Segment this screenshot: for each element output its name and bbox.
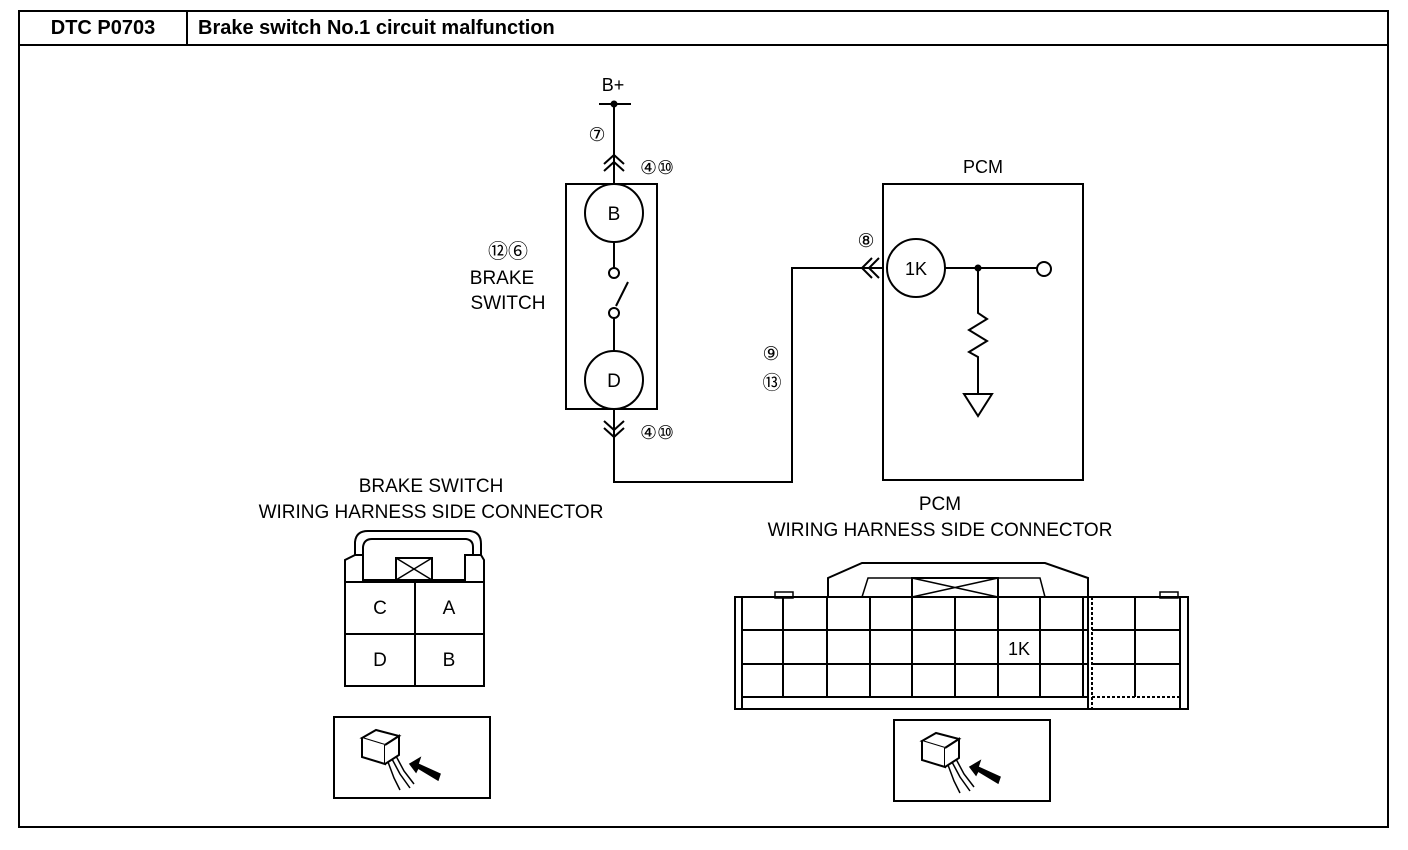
brake-connector-latch-inner: [362, 538, 474, 555]
pcm: PCM 1K: [882, 157, 1084, 481]
pcm-pin-1k: 1K: [1008, 639, 1030, 659]
signal-wire-line: [613, 267, 883, 483]
brake-connector-title-2: WIRING HARNESS SIDE CONNECTOR: [259, 502, 604, 523]
connector-ref-top: ④⑩: [640, 158, 674, 179]
pcm-connector-grid: [741, 597, 1181, 709]
brake-connector-lock-cross: [395, 557, 433, 581]
brake-pin-a: A: [443, 598, 456, 619]
connector-chevron-pcm-icon: [860, 257, 880, 279]
terminal-b-label: B: [608, 204, 621, 225]
brake-switch-ref: ⑫⑥: [488, 240, 528, 263]
brake-pin-b: B: [443, 650, 456, 671]
pcm-box: [882, 183, 1084, 481]
brake-switch: B D ⑫⑥ BRAKE SWITCH: [470, 183, 658, 410]
pcm-connector-hood: [827, 562, 1089, 597]
brake-switch-label-2: SWITCH: [471, 293, 546, 314]
brake-connector-latch: [354, 530, 482, 555]
wire-ref-top: ⑦: [588, 125, 605, 146]
switch-blade: [615, 281, 629, 307]
pcm-terminal-label: 1K: [905, 259, 927, 279]
ground-icon: [962, 393, 994, 418]
power-supply: B+ ⑦ ④⑩: [588, 75, 674, 184]
pcm-connector-title-2: WIRING HARNESS SIDE CONNECTOR: [768, 520, 1113, 541]
brake-switch-connector: BRAKE SWITCH WIRING HARNESS SIDE CONNECT…: [259, 476, 604, 687]
power-label: B+: [602, 75, 625, 95]
diagram-frame: DTC P0703 Brake switch No.1 circuit malf…: [18, 10, 1389, 828]
pcm-connector: PCM WIRING HARNESS SIDE CONNECTOR: [734, 494, 1189, 710]
dtc-title: Brake switch No.1 circuit malfunction: [198, 17, 555, 39]
pcm-connector-tab-right: [1159, 591, 1179, 599]
terminal-d-label: D: [607, 371, 621, 392]
pcm-connector-body: [734, 596, 1189, 710]
signal-wire-ref-2: ⑬: [762, 372, 781, 394]
brake-pin-c: C: [373, 598, 387, 619]
brake-switch-label-1: BRAKE: [470, 268, 534, 289]
signal-wire-ref-1: ⑨: [762, 344, 779, 365]
connector-ref-bottom: ④⑩: [640, 423, 674, 444]
pcm-connector-lock-cross: [911, 577, 999, 598]
connector-chevron-top-icon: [603, 153, 625, 172]
brake-connector-title-1: BRAKE SWITCH: [359, 476, 504, 497]
resistor-icon: [967, 268, 989, 393]
brake-view-direction-icon: [333, 716, 491, 799]
pcm-output-terminal: [1036, 261, 1052, 277]
dtc-code: DTC P0703: [20, 12, 188, 44]
pcm-view-direction-icon: [893, 719, 1051, 802]
brake-pin-d: D: [373, 650, 387, 671]
pcm-connector-ref: ⑧: [857, 231, 874, 252]
signal-wire: ④⑩ ⑨ ⑬ ⑧: [603, 231, 883, 483]
switch-contact-upper: [608, 267, 620, 279]
header-bar: DTC P0703 Brake switch No.1 circuit malf…: [20, 12, 1387, 46]
switch-contact-lower: [608, 307, 620, 319]
pcm-connector-title-1: PCM: [919, 494, 961, 515]
pcm-label: PCM: [963, 157, 1003, 177]
